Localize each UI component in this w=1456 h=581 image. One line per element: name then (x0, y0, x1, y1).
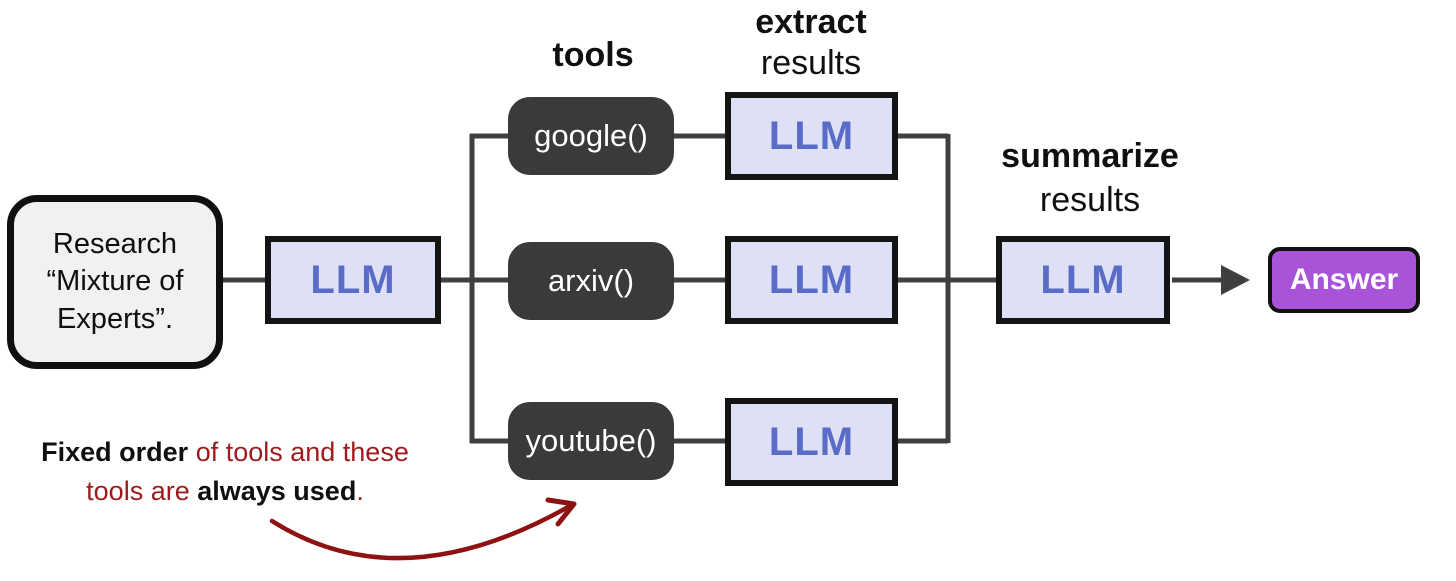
annotation-line1-bold: Fixed order (41, 437, 196, 467)
extract-header-line1: extract (755, 3, 867, 41)
research-input-node: Research “Mixture of Experts”. (7, 195, 223, 369)
extract-results-header: extract results (711, 2, 911, 84)
tool-node-arxiv: arxiv() (508, 242, 674, 320)
annotation-line2-red: tools are (86, 476, 198, 506)
annotation-text: Fixed order of tools and these tools are… (25, 433, 425, 511)
annotation-arrow-curve (269, 503, 573, 561)
tools-header: tools (552, 36, 634, 74)
llm-node-extract-google: LLM (725, 92, 898, 180)
summarize-header-line1: summarize (1001, 137, 1179, 175)
annotation-line2-period: . (356, 476, 364, 506)
llm-node-extract-youtube: LLM (725, 398, 898, 486)
answer-node: Answer (1268, 247, 1420, 313)
llm-node-main: LLM (265, 236, 441, 324)
summarize-header-line2: results (1039, 181, 1141, 219)
annotation-line2-bold: always used (197, 476, 357, 506)
summarize-results-header: summarize results (958, 134, 1222, 222)
tool-node-google: google() (508, 97, 674, 175)
annotation-line1-red: of tools and these (195, 437, 409, 467)
annotation-arrow-head (545, 497, 577, 527)
extract-header-line2: results (760, 44, 862, 82)
tool-node-youtube: youtube() (508, 402, 674, 480)
llm-node-summarize: LLM (996, 236, 1170, 324)
llm-node-extract-arxiv: LLM (725, 236, 898, 324)
answer-arrow-head (1221, 265, 1250, 295)
